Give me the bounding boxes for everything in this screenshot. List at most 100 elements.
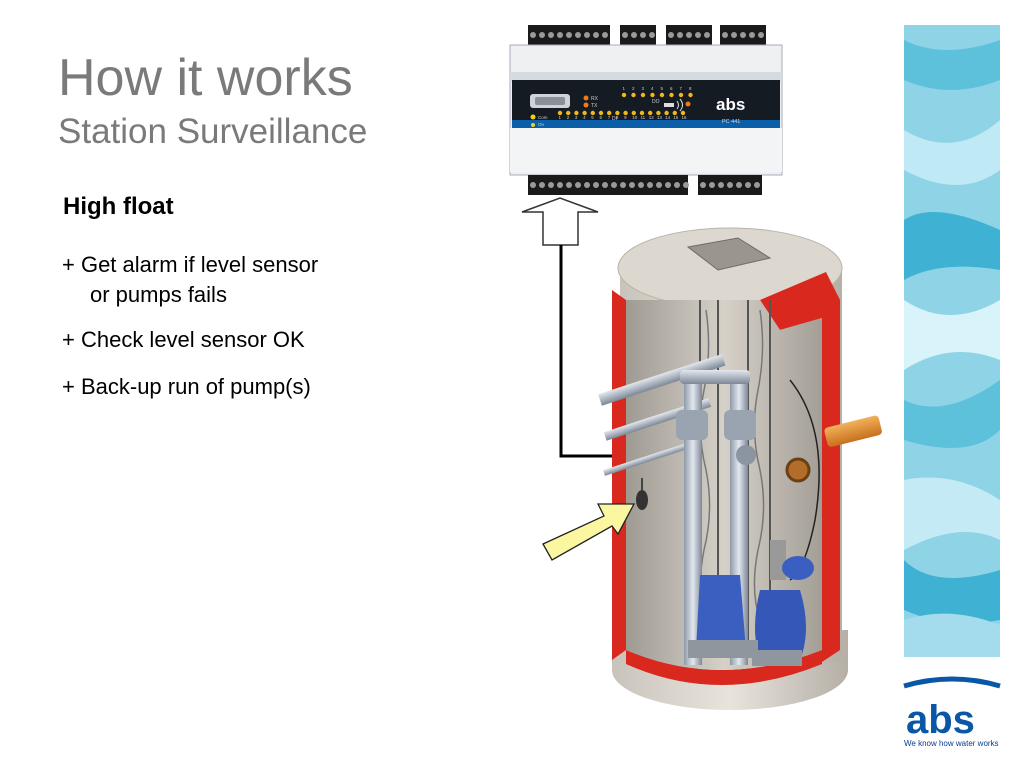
terminal-screw — [704, 32, 710, 38]
terminal-screw — [677, 32, 683, 38]
led-number: 2 — [632, 86, 635, 91]
status-on-label: On — [538, 122, 545, 127]
led-rx — [583, 95, 589, 101]
led-number: 10 — [632, 115, 638, 120]
terminal-screw — [584, 182, 590, 188]
indicator-led — [607, 110, 612, 116]
terminal-screw — [683, 182, 689, 188]
terminal-block-top — [528, 25, 766, 45]
controller-brand: abs — [716, 95, 745, 114]
terminal-screw — [754, 182, 760, 188]
terminal-screw — [638, 182, 644, 188]
terminal-screw — [640, 32, 646, 38]
led-number: 6 — [670, 86, 673, 91]
indicator-led — [640, 92, 646, 98]
terminal-screw — [548, 32, 554, 38]
indicator-led — [659, 92, 665, 98]
led-number: 1 — [559, 115, 562, 120]
pipe-flange — [785, 457, 811, 483]
terminal-screw — [566, 32, 572, 38]
bullet-item: + Check level sensor OK — [62, 325, 305, 355]
led-number: 5 — [591, 115, 594, 120]
led-number: 3 — [642, 86, 645, 91]
terminal-screw — [530, 32, 536, 38]
indicator-led — [590, 110, 595, 116]
terminal-screw — [584, 32, 590, 38]
led-number: 15 — [673, 115, 679, 120]
indicator-led — [639, 110, 645, 116]
signal-arrow-icon — [521, 197, 599, 246]
di-label: DI — [612, 116, 617, 122]
bullet-text: + Back-up run of pump(s) — [62, 374, 311, 399]
logo-text: abs — [906, 698, 975, 742]
terminal-screw — [749, 32, 755, 38]
bullet-text-continued: or pumps fails — [90, 282, 227, 307]
indicator-led — [566, 110, 571, 116]
terminal-screw — [539, 32, 545, 38]
discharge-pipe — [684, 375, 702, 665]
led-number: 2 — [567, 115, 570, 120]
status-com-label: Com — [538, 115, 548, 120]
led-tx — [583, 102, 589, 108]
inlet-pipe — [598, 354, 726, 406]
submersible-pump — [755, 590, 806, 660]
led-rx-label: RX — [591, 96, 599, 102]
terminal-screw — [700, 182, 706, 188]
terminal-screw — [745, 182, 751, 188]
terminal-screw — [665, 182, 671, 188]
do-label: DO — [652, 99, 660, 105]
wireless-icon — [664, 98, 683, 112]
indicator-led — [631, 110, 636, 116]
level-sensor — [782, 556, 814, 580]
led-number: 8 — [616, 115, 619, 120]
indicator-led — [650, 92, 655, 98]
terminal-screw — [620, 182, 626, 188]
indicator-led — [574, 110, 579, 116]
terminal-screw — [611, 182, 617, 188]
submersible-pump — [696, 575, 746, 650]
terminal-screw — [622, 32, 628, 38]
terminal-screw — [668, 32, 674, 38]
terminal-screw — [695, 32, 701, 38]
led-number: 7 — [680, 86, 683, 91]
controller-model: PC 441 — [722, 119, 740, 125]
terminal-screw — [602, 182, 608, 188]
indicator-led — [664, 110, 669, 116]
terminal-screw — [649, 32, 655, 38]
logo-tagline: We know how water works — [904, 739, 999, 748]
section-heading: High float — [63, 193, 174, 220]
terminal-screw — [731, 32, 737, 38]
terminal-screw — [740, 32, 746, 38]
terminal-screw — [557, 32, 563, 38]
terminal-screw — [709, 182, 715, 188]
led-number: 14 — [665, 115, 671, 120]
pointer-arrow-icon — [542, 503, 636, 561]
led-number: 9 — [624, 115, 627, 120]
led-number: 1 — [623, 86, 626, 91]
terminal-screw — [722, 32, 728, 38]
terminal-screw — [530, 182, 536, 188]
outlet-pipe — [824, 415, 882, 447]
bullet-item: + Back-up run of pump(s) — [62, 372, 311, 402]
manhole-cover — [686, 237, 772, 271]
indicator-led — [557, 110, 563, 116]
terminal-screw — [758, 32, 764, 38]
valve — [724, 410, 756, 440]
led-number: 11 — [641, 115, 646, 120]
terminal-screw — [631, 32, 637, 38]
slide-title: How it works — [58, 49, 353, 107]
terminal-screw — [647, 182, 653, 188]
led-tx-label: TX — [591, 103, 598, 109]
terminal-screw — [674, 182, 680, 188]
terminal-screw — [736, 182, 742, 188]
indicator-led — [688, 92, 693, 98]
terminal-block-bottom — [528, 175, 762, 195]
pump-station-tank — [598, 227, 882, 710]
indicator-led — [672, 110, 677, 116]
indicator-led — [582, 110, 587, 116]
terminal-screw — [593, 32, 599, 38]
terminal-screw — [566, 182, 572, 188]
indicator-led — [678, 92, 684, 98]
terminal-screw — [539, 182, 545, 188]
